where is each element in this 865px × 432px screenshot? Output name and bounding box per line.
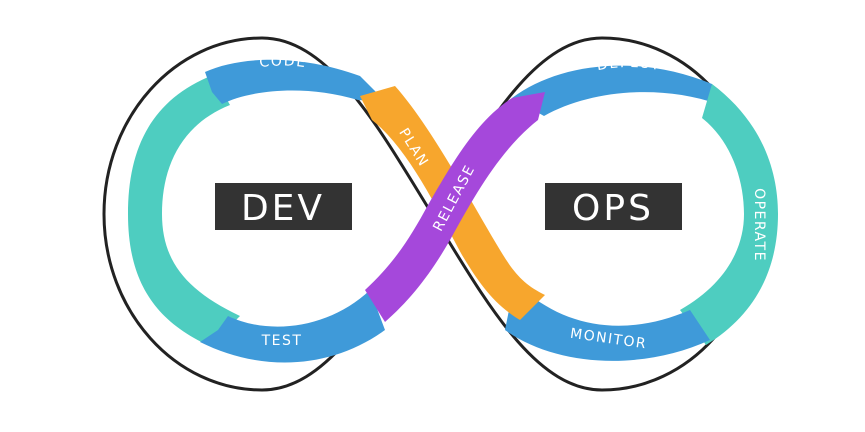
test-label: TEST bbox=[261, 333, 303, 349]
ops-box bbox=[545, 183, 682, 230]
dev-loop bbox=[128, 59, 386, 363]
release-arrow bbox=[365, 92, 545, 322]
ops-loop bbox=[505, 65, 778, 361]
monitor-arc bbox=[505, 290, 710, 361]
operate-label: OPERATE bbox=[751, 188, 767, 262]
test-arc bbox=[200, 290, 385, 363]
deploy-arc bbox=[512, 65, 718, 116]
teal-arrow-left bbox=[128, 75, 240, 346]
code-label: CODE bbox=[258, 53, 307, 71]
deploy-label: DEPLOY bbox=[596, 55, 663, 74]
dev-box bbox=[215, 183, 352, 230]
ops-label: OPS bbox=[572, 188, 654, 229]
teal-arrow-right bbox=[680, 84, 778, 345]
code-arc bbox=[205, 59, 386, 104]
dev-label: DEV bbox=[241, 188, 325, 229]
